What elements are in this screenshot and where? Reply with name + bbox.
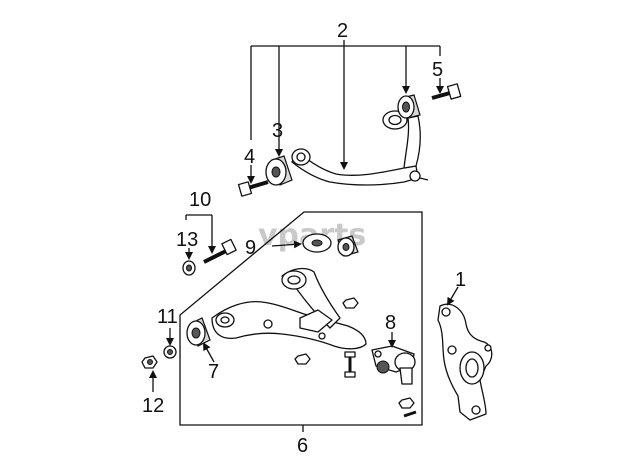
nut-icon — [294, 297, 415, 409]
lower-arm-group-frame — [179, 211, 423, 426]
bolt-5-icon — [431, 83, 462, 100]
callout-3: 3 — [272, 120, 283, 142]
callout-12: 12 — [142, 395, 164, 417]
steering-knuckle-icon — [437, 303, 493, 421]
bolt-icon — [344, 351, 417, 418]
callout-9: 9 — [245, 237, 256, 259]
callout-11: 11 — [157, 306, 178, 328]
bushing-3-icon — [265, 155, 293, 186]
callout-2: 2 — [337, 20, 348, 42]
leader-1 — [446, 286, 459, 306]
washer-13-icon — [182, 260, 196, 276]
upper-control-arm-icon — [291, 110, 429, 186]
callout-13: 13 — [176, 229, 198, 251]
leader-7 — [203, 342, 215, 363]
nut-12-icon — [141, 355, 158, 369]
callout-5: 5 — [432, 59, 443, 81]
leader-9 — [271, 240, 302, 249]
callout-6: 6 — [297, 435, 308, 457]
bolt-10-icon — [203, 238, 237, 264]
callout-10: 10 — [189, 189, 211, 211]
bushing-7-icon — [186, 317, 211, 347]
washer-11-icon — [163, 345, 177, 359]
bushing-upper-right-icon — [397, 94, 421, 119]
callout-8: 8 — [385, 312, 396, 334]
bolt-4-icon — [237, 180, 269, 197]
callout-1: 1 — [455, 269, 466, 291]
callout-4: 4 — [244, 146, 255, 168]
callout-2-bracket — [250, 40, 441, 170]
callout-10-bracket — [185, 214, 216, 254]
ball-joint-8-icon — [371, 345, 416, 385]
lower-control-arm-icon — [211, 267, 367, 350]
callout-7: 7 — [208, 361, 219, 383]
bushing-9-icon — [302, 233, 359, 257]
